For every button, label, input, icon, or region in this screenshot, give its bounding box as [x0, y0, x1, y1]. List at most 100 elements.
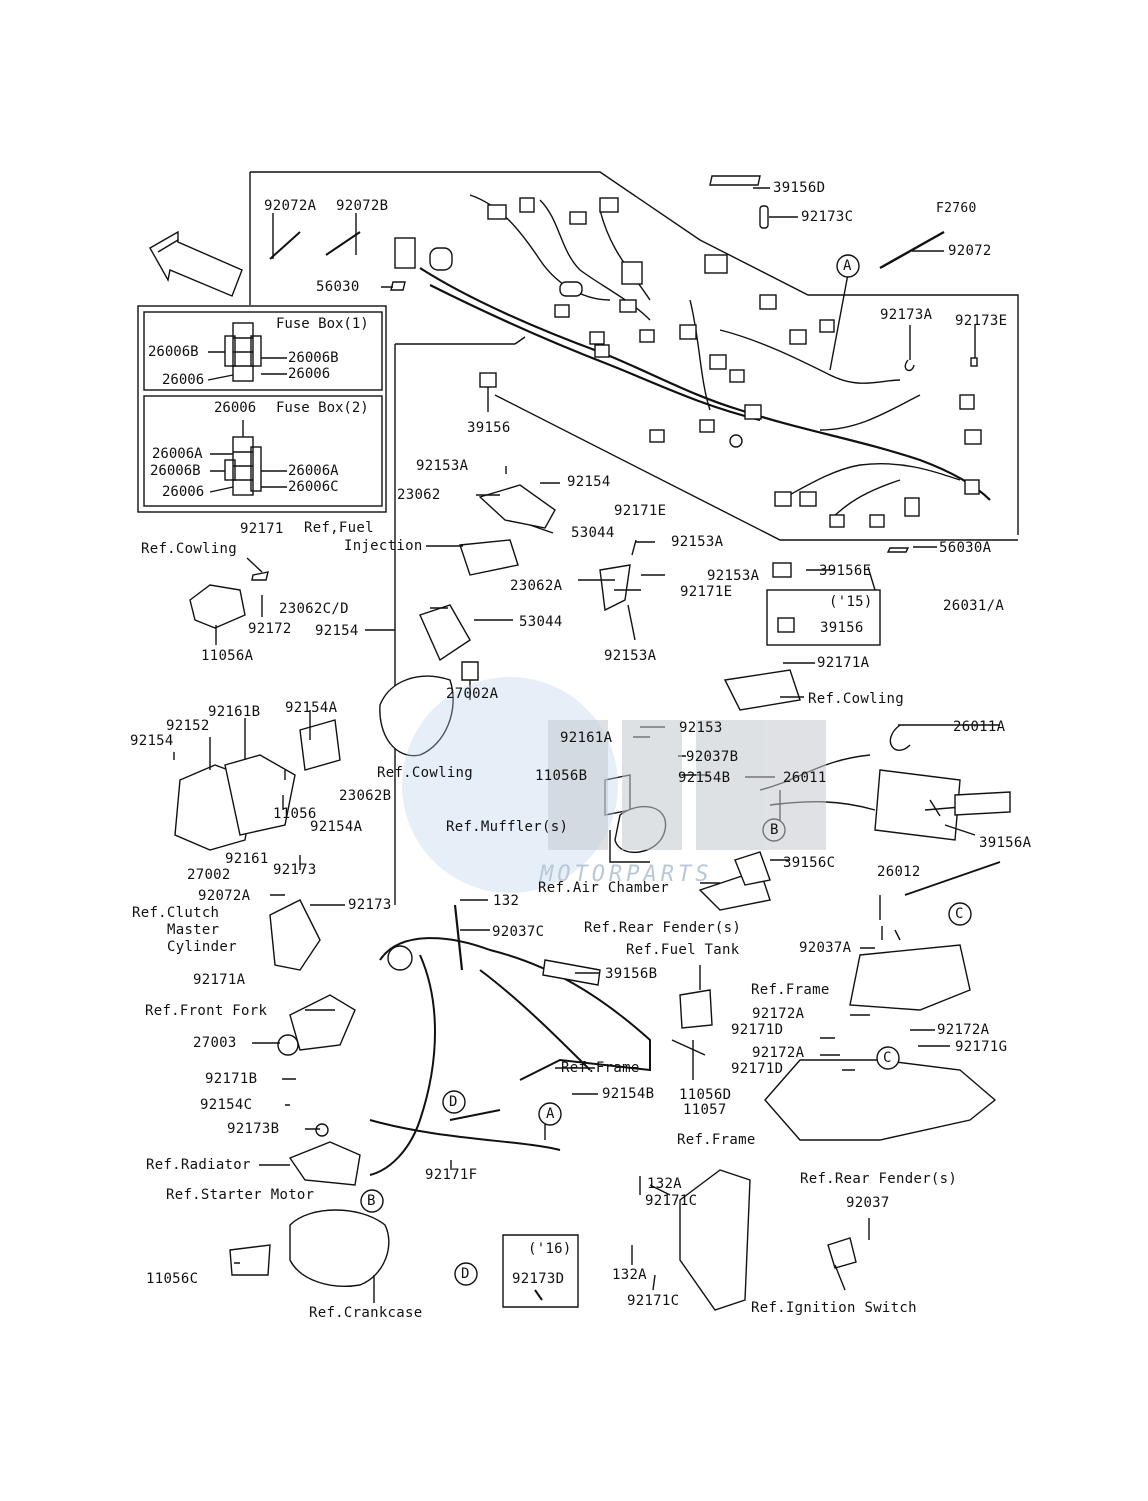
part-label: 23062A [510, 578, 563, 594]
part-label: 23062B [339, 788, 392, 804]
ref-label: Ref.Front Fork [145, 1003, 268, 1019]
part-label: 132A [647, 1176, 682, 1192]
part-label: 39156A [979, 835, 1032, 851]
ref-label: Injection [344, 538, 423, 554]
part-label: 92037B [686, 749, 739, 765]
ref-label: Ref.Starter Motor [166, 1187, 315, 1203]
part-label: 92072A [198, 888, 251, 904]
part-label: 92037C [492, 924, 545, 940]
part-label: 56030 [316, 279, 360, 295]
ref-label: Master [167, 922, 220, 938]
part-label: 92171C [627, 1293, 680, 1309]
part-label: 92172 [248, 621, 292, 637]
part-label: 92154 [130, 733, 174, 749]
fuse-label: 26006C [288, 479, 339, 495]
ref-label: Ref.Ignition Switch [751, 1300, 917, 1316]
fuse-label: 26006 [288, 366, 331, 382]
fuse-label: 26006A [152, 446, 203, 462]
part-label: 26031/A [943, 598, 1005, 614]
part-label: 23062C/D [279, 601, 349, 617]
ref-letter: B [367, 1193, 376, 1209]
ref-letter: C [955, 906, 964, 922]
part-label: 92153A [416, 458, 469, 474]
ref-label: Ref.Crankcase [309, 1305, 423, 1321]
part-label: 92171A [817, 655, 870, 671]
part-label: 92154B [602, 1086, 655, 1102]
fuse-label: 26006B [148, 344, 199, 360]
part-label: 92171 [240, 521, 284, 537]
ref-label: Ref.Clutch [132, 905, 220, 921]
watermark-text: MOTORPARTS [540, 862, 713, 887]
part-label: 92072 [948, 243, 992, 259]
year-note: ('15) [829, 594, 873, 610]
part-label: 92171C [645, 1193, 698, 1209]
part-label: 23062 [397, 487, 441, 503]
ref-letter: C [883, 1050, 892, 1066]
part-label: 92173A [880, 307, 933, 323]
part-label: 132 [493, 893, 520, 909]
part-label: 92173B [227, 1121, 280, 1137]
ref-label: Ref.Cowling [141, 541, 238, 557]
fuse-label: 26006A [288, 463, 339, 479]
ref-label: Ref,Fuel [304, 520, 374, 536]
part-label: 92152 [166, 718, 210, 734]
part-label: 92171E [614, 503, 667, 519]
part-label: 92037A [799, 940, 852, 956]
part-label: 92161 [225, 851, 269, 867]
part-label: 11056D [679, 1087, 732, 1103]
ref-label: Ref.Rear Fender(s) [800, 1171, 958, 1187]
part-label: 92154B [678, 770, 731, 786]
year-note: ('16) [528, 1241, 572, 1257]
fuse-label: 26006B [288, 350, 339, 366]
fuse-label: 26006 [162, 484, 205, 500]
fuse-box-2-title: Fuse Box(2) [276, 400, 369, 416]
part-label: 27002A [446, 686, 499, 702]
ref-label: Ref.Cowling [808, 691, 905, 707]
part-label: 11057 [683, 1102, 727, 1118]
part-label: 92154 [567, 474, 611, 490]
ref-label: Ref.Muffler(s) [446, 819, 569, 835]
part-label: 39156B [605, 966, 658, 982]
ref-label: Ref.Fuel Tank [626, 942, 740, 958]
part-label: 92161A [560, 730, 613, 746]
part-label: 11056A [201, 648, 254, 664]
part-label: 39156E [819, 563, 872, 579]
part-label: 92161B [208, 704, 261, 720]
part-label: 92173D [512, 1271, 565, 1287]
part-label: 92171E [680, 584, 733, 600]
ref-label: Ref.Air Chamber [538, 880, 669, 896]
part-label: 26011 [783, 770, 827, 786]
ref-label: Ref.Cowling [377, 765, 474, 781]
part-label: 11056 [273, 806, 317, 822]
part-label: 92171D [731, 1022, 784, 1038]
part-label: 92037 [846, 1195, 890, 1211]
fuse-label: 26006B [150, 463, 201, 479]
part-label: 26012 [877, 864, 921, 880]
part-label: 92072B [336, 198, 389, 214]
part-label: 92171A [193, 972, 246, 988]
ref-label: Ref.Radiator [146, 1157, 251, 1173]
ref-letter: D [461, 1266, 470, 1282]
part-label: 53044 [519, 614, 563, 630]
part-label: 92072A [264, 198, 317, 214]
part-label: 92154A [310, 819, 363, 835]
ref-label: Ref.Rear Fender(s) [584, 920, 742, 936]
part-label: 39156D [773, 180, 826, 196]
part-label: 92154C [200, 1097, 253, 1113]
part-label: 11056B [535, 768, 588, 784]
fuse-label: 26006 [214, 400, 257, 416]
part-label: 92154 [315, 623, 359, 639]
ref-letter: A [546, 1106, 555, 1122]
part-label: 92171B [205, 1071, 258, 1087]
part-label: 92153A [671, 534, 724, 550]
part-label: 92153A [707, 568, 760, 584]
ref-letter: B [770, 822, 779, 838]
ref-label: Ref.Frame [561, 1060, 640, 1076]
part-label: 53044 [571, 525, 615, 541]
part-label: 92171F [425, 1167, 478, 1183]
part-label: 92173 [273, 862, 317, 878]
part-label: 92153A [604, 648, 657, 664]
part-label: 132A [612, 1267, 647, 1283]
part-label: 39156 [820, 620, 864, 636]
